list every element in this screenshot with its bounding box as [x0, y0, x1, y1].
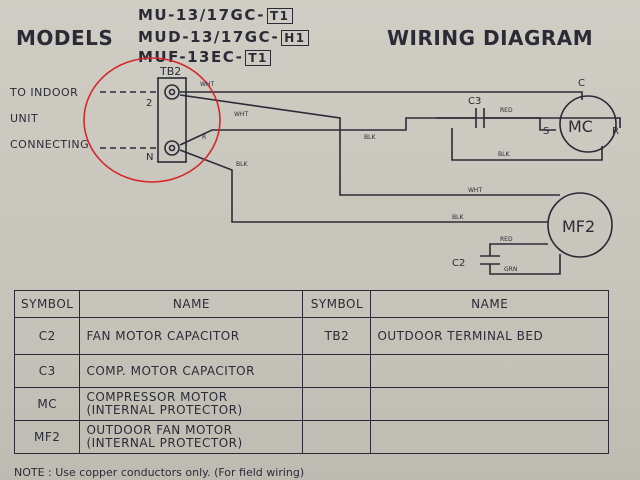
row-name-2: OUTDOOR TERMINAL BED: [370, 317, 609, 355]
terminal-2-screw: [164, 84, 180, 100]
red-label-c3: RED: [500, 107, 513, 114]
r-label: R: [202, 134, 206, 141]
header-name-1: NAME: [79, 290, 304, 318]
blk-label-mc: BLK: [498, 151, 510, 158]
row-symbol-2: [302, 420, 372, 454]
note-text: NOTE : Use copper conductors only. (For …: [14, 466, 305, 479]
wire-wht-to-mf2: [179, 94, 560, 196]
header-symbol-1: SYMBOL: [13, 290, 81, 318]
c3-label: C3: [468, 96, 481, 107]
mf2-label: MF2: [562, 217, 595, 236]
blk-label-mid: BLK: [364, 134, 376, 141]
row-name-2: [370, 387, 609, 421]
header-name-2: NAME: [370, 290, 609, 318]
wire-wht-to-mc-c: [180, 91, 583, 100]
models-label: MODELS: [16, 26, 114, 50]
table-row: C3 COMP. MOTOR CAPACITOR: [13, 354, 609, 388]
row-name-line-1: COMPRESSOR MOTOR: [86, 390, 228, 404]
model-line-2: MUD-13/17GC-H1: [138, 28, 309, 46]
row-symbol: C2: [13, 317, 81, 355]
header-symbol-2: SYMBOL: [302, 290, 372, 318]
terminal-n-label: N: [146, 152, 153, 163]
row-symbol: MF2: [13, 420, 81, 454]
wire-red-to-s: [484, 117, 556, 131]
row-symbol-2: TB2: [302, 317, 372, 355]
wire-red-c2: [489, 243, 548, 256]
pin-c-label: C: [578, 78, 585, 89]
model-line-1: MU-13/17GC-T1: [138, 6, 293, 24]
wht-label-mid: WHT: [234, 111, 248, 118]
fan-motor-circle: [547, 192, 613, 258]
row-name: COMP. MOTOR CAPACITOR: [79, 354, 304, 388]
model-line-3: MUF-13EC-T1: [138, 48, 271, 66]
wht-label-mf2: WHT: [468, 187, 482, 194]
row-symbol: MC: [13, 387, 81, 421]
row-name: COMPRESSOR MOTOR (INTERNAL PROTECTOR): [79, 387, 304, 421]
wiring-schematic: TB2 2 N WHT WHT R BLK BLK C3 RED BLK C S…: [83, 57, 621, 275]
wire-blk-mc-loop: [451, 128, 603, 161]
row-name-2: [370, 354, 609, 388]
c2-label: C2: [452, 258, 465, 269]
label-unit: UNIT: [10, 112, 39, 125]
row-name-line-2: (INTERNAL PROTECTOR): [86, 403, 243, 417]
wht-label-top: WHT: [200, 81, 214, 88]
row-name-2: [370, 420, 609, 454]
row-name-line-1: OUTDOOR FAN MOTOR: [86, 423, 233, 437]
annotation-circle: [83, 57, 221, 183]
wire-grn-c2: [489, 254, 561, 275]
blk-label-mf2: BLK: [452, 214, 464, 221]
label-to-indoor: TO INDOOR: [10, 86, 79, 99]
table-row: C2 FAN MOTOR CAPACITOR TB2 OUTDOOR TERMI…: [13, 317, 609, 355]
row-name: FAN MOTOR CAPACITOR: [79, 317, 304, 355]
row-name-line-2: (INTERNAL PROTECTOR): [86, 436, 243, 450]
grn-label-c2: GRN: [504, 266, 517, 273]
terminal-2-label: 2: [146, 98, 152, 109]
diagram-title: WIRING DIAGRAM: [387, 26, 594, 50]
row-name: OUTDOOR FAN MOTOR (INTERNAL PROTECTOR): [79, 420, 304, 454]
table-header-row: SYMBOL NAME SYMBOL NAME: [13, 290, 609, 318]
wire-blk-to-mf2: [179, 149, 548, 223]
row-symbol: C3: [13, 354, 81, 388]
table-row: MC COMPRESSOR MOTOR (INTERNAL PROTECTOR): [13, 387, 609, 421]
table-row: MF2 OUTDOOR FAN MOTOR (INTERNAL PROTECTO…: [13, 420, 609, 454]
mc-label: MC: [568, 117, 593, 136]
symbol-table: SYMBOL NAME SYMBOL NAME C2 FAN MOTOR CAP…: [13, 290, 609, 454]
label-connecting: CONNECTING: [10, 138, 90, 151]
blk-label-left: BLK: [236, 161, 248, 168]
terminal-block-outline: [157, 77, 187, 163]
pin-r-label: R: [612, 126, 619, 137]
pin-s-label: S: [543, 126, 549, 137]
row-symbol-2: [302, 387, 372, 421]
compressor-motor-circle: [559, 95, 617, 153]
row-symbol-2: [302, 354, 372, 388]
wire-r-to-mc: [179, 117, 621, 146]
terminal-n-screw: [164, 140, 180, 156]
red-label-c2: RED: [500, 236, 513, 243]
tb2-label: TB2: [159, 65, 181, 78]
